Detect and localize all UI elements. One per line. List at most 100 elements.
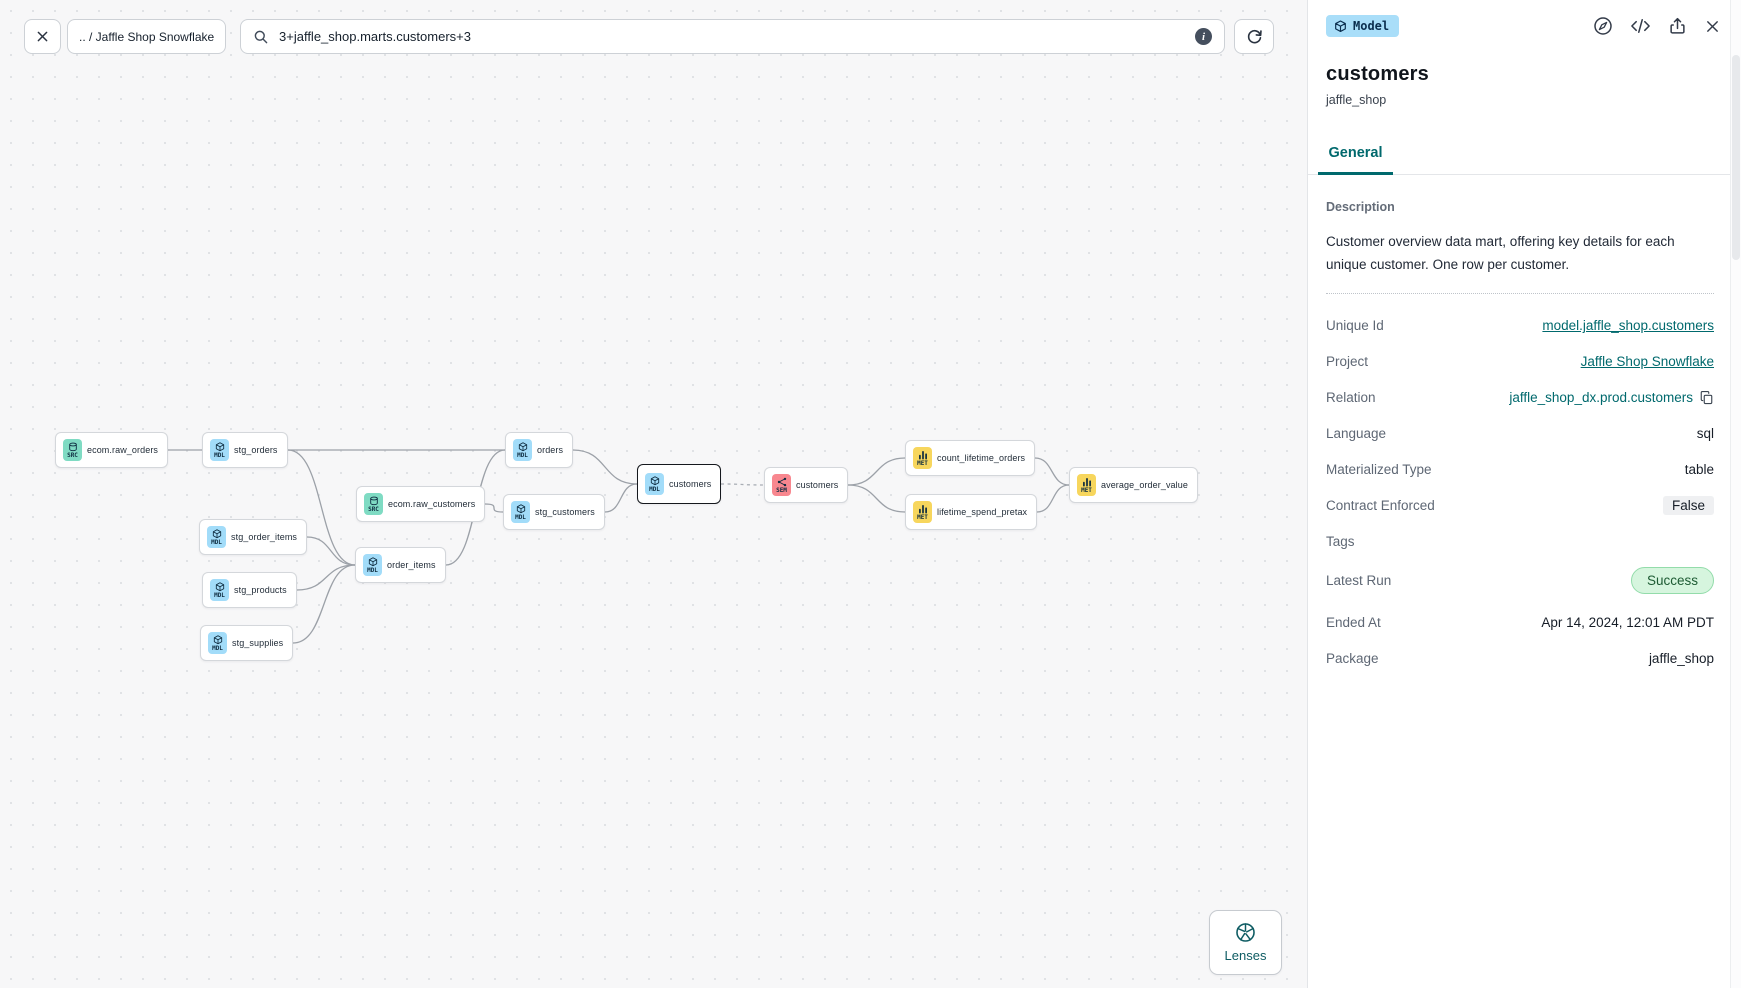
graph-node-ecom_raw_customers[interactable]: SRC ecom.raw_customers [356,486,486,522]
share-button[interactable] [1668,16,1687,36]
node-label: customers [796,480,839,490]
cube-icon [516,503,525,513]
field-label: Package [1326,651,1379,667]
lenses-label: Lenses [1224,948,1267,963]
node-type-badge-mdl: MDL [210,579,229,601]
node-type-badge-mdl: MDL [511,501,530,523]
field-value: False [1662,496,1714,516]
node-type-badge-mdl: MDL [645,473,664,495]
node-label: orders [537,445,564,455]
tab-general[interactable]: General [1318,137,1393,175]
details-panel: Model [1307,0,1741,988]
close-panel-button[interactable] [1704,18,1721,35]
node-type-badge-met: MET [1077,474,1096,496]
edge-stg_products-to-order_items [296,564,356,591]
graph-node-orders[interactable]: MDL orders [505,432,574,468]
field-value-link[interactable]: Jaffle Shop Snowflake [1580,354,1714,370]
field-value-link[interactable]: jaffle_shop_dx.prod.customers [1509,390,1693,406]
edge-stg_order_items-to-order_items [306,536,356,566]
cube-icon [1335,19,1346,32]
edge-orders-to-customers [572,449,638,485]
edge-customers-to-customers_sem [720,483,765,486]
field-value: jaffle_shop [1648,651,1714,667]
node-label: average_order_value [1101,480,1188,490]
graph-node-average_order_value[interactable]: MET average_order_value [1069,467,1198,503]
cube-icon [650,475,659,485]
edge-count_lifetime_orders-to-average_order_value [1034,457,1070,486]
field-value: table [1684,462,1714,478]
metric-chart-icon [918,450,927,459]
semantic-share-icon [777,477,786,486]
breadcrumb[interactable]: .. / Jaffle Shop Snowflake [67,19,227,54]
node-type-badge-mdl: MDL [363,554,382,576]
cube-icon [368,556,377,566]
edge-ecom_raw_customers-to-stg_customers [484,503,504,513]
field-value-link[interactable]: model.jaffle_shop.customers [1542,318,1714,334]
model-title: customers [1326,63,1429,85]
info-icon[interactable]: i [1195,28,1212,45]
explore-compass-button[interactable] [1593,16,1613,36]
edge-stg_customers-to-customers [604,483,638,513]
graph-node-customers[interactable]: MDL customers [637,464,722,504]
field-value: Jaffle Shop Snowflake [1581,354,1714,369]
node-label: customers [669,479,712,489]
field-value: Success [1630,567,1714,595]
node-type-badge-src: SRC [364,493,383,515]
panel-actions [1593,16,1721,36]
node-label: ecom.raw_customers [388,499,476,509]
field-label: Project [1326,354,1369,370]
field-label: Tags [1326,534,1355,550]
cube-icon [212,528,221,538]
node-label: stg_orders [234,445,278,455]
metric-chart-icon [1082,477,1091,486]
field-label: Contract Enforced [1326,498,1435,514]
field-row-tags: Tags [1326,531,1714,552]
field-value: Apr 14, 2024, 12:01 AM PDT [1541,615,1714,631]
field-row-project: Project Jaffle Shop Snowflake [1326,351,1714,372]
node-label: count_lifetime_orders [937,453,1026,463]
lenses-button[interactable]: Lenses [1209,910,1282,975]
close-lineage-button[interactable] [24,19,61,54]
view-code-button[interactable] [1630,16,1651,36]
database-icon [369,496,378,505]
resource-type-label: Model [1353,19,1390,33]
field-label: Materialized Type [1326,462,1432,478]
details-panel-header: Model [1308,0,1741,37]
model-package-subtitle: jaffle_shop [1326,93,1387,107]
database-icon [68,442,77,451]
copy-icon[interactable] [1699,390,1714,405]
lineage-search-bar: i [240,19,1225,54]
node-type-badge-mdl: MDL [513,439,532,461]
scrollbar-thumb[interactable] [1732,55,1740,260]
dotted-divider [1326,293,1714,295]
edge-stg_supplies-to-order_items [292,564,356,644]
metric-chart-icon [918,504,927,513]
cube-icon [518,441,527,451]
lens-aperture-icon [1236,923,1255,942]
edge-customers_sem-to-count_lifetime_orders [847,457,906,486]
status-badge: Success [1630,567,1714,595]
search-input[interactable] [279,29,1195,44]
refresh-button[interactable] [1234,19,1274,54]
node-label: stg_customers [535,507,595,517]
graph-node-stg_customers[interactable]: MDL stg_customers [503,494,605,530]
field-value: jaffle_shop_dx.prod.customers [1509,390,1714,405]
close-icon [37,31,48,42]
node-label: ecom.raw_orders [87,445,159,455]
